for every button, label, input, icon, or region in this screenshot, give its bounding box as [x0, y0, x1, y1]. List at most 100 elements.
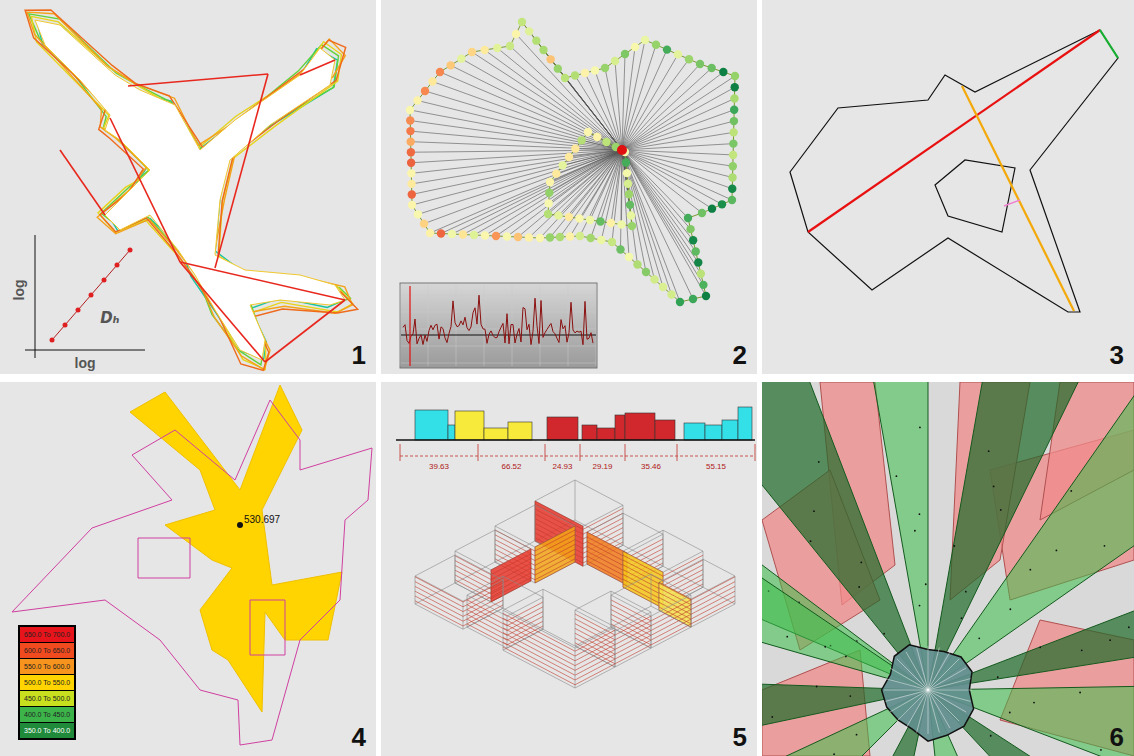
panel: 5	[381, 382, 757, 756]
visibility-graph-part	[652, 41, 660, 49]
visibility-graph-part	[452, 150, 622, 234]
facade-chart-part	[484, 428, 508, 440]
visibility-graph-part	[413, 96, 421, 104]
dimension-symbol: Dₕ	[100, 310, 119, 327]
building-wireframe-part	[503, 618, 575, 656]
building-wireframe-part	[415, 577, 463, 602]
building-wireframe-part	[615, 626, 651, 645]
visibility-graph-part	[697, 270, 705, 278]
visibility-graph-part	[428, 77, 436, 85]
viewshed-3d-part	[818, 461, 820, 463]
visibility-graph-part	[407, 169, 415, 177]
visibility-graph-part	[625, 190, 633, 198]
building-wireframe-part	[611, 600, 651, 621]
building-wireframe-part	[495, 530, 496, 562]
isovist-map-part	[237, 522, 243, 528]
visibility-graph-part	[536, 234, 544, 242]
signal-plot-part	[401, 363, 596, 364]
visibility-graph-part	[556, 233, 564, 241]
building-wireframe-part	[491, 559, 531, 580]
building-wireframe-part	[691, 576, 735, 599]
visibility-graph-part	[622, 99, 734, 150]
visibility-graph-part	[729, 139, 737, 147]
facade-chart-part	[625, 444, 626, 461]
viewshed-3d-part	[965, 591, 967, 593]
visibility-graph-part	[470, 231, 478, 239]
building-wireframe-part	[623, 505, 624, 545]
visibility-graph-part	[461, 59, 622, 150]
building-wireframe-part	[615, 631, 651, 650]
facade-chart-part	[508, 422, 532, 440]
building-wireframe-part	[623, 560, 663, 581]
building-wireframe-part	[491, 563, 531, 584]
building-wireframe-part	[535, 505, 575, 526]
visibility-graph-part	[516, 34, 622, 150]
panel: 1	[0, 0, 376, 374]
viewshed-3d-part	[1100, 749, 1102, 751]
fractal-outline-part	[35, 20, 345, 360]
visibility-graph-part	[411, 150, 622, 163]
visibility-graph-part	[692, 247, 700, 255]
building-wireframe-part	[651, 605, 691, 626]
visibility-graph-part	[728, 185, 736, 193]
building-wireframe-part	[495, 530, 531, 549]
panel-background-part	[762, 0, 1134, 374]
dimension-value: 35.46	[641, 463, 661, 472]
building-wireframe-part	[455, 555, 503, 580]
legend-text: 550.0 To 600.0	[20, 659, 74, 674]
visibility-graph-part	[463, 150, 622, 235]
visibility-graph-part	[585, 73, 622, 150]
visibility-graph-part	[552, 169, 560, 177]
viewshed-3d-part	[993, 485, 995, 487]
building-wireframe-part	[467, 576, 503, 595]
visibility-graph-part	[689, 236, 697, 244]
building-wireframe-part	[575, 630, 615, 651]
building-wireframe-part	[503, 613, 575, 651]
building-wireframe-part	[735, 576, 736, 604]
building-wireframe-part	[535, 530, 575, 551]
building-wireframe-part	[467, 608, 503, 627]
dimension-value: 55.15	[706, 463, 726, 472]
panel-background-part	[0, 0, 376, 374]
visibility-graph-part	[580, 150, 623, 219]
fractal-outline-part	[300, 60, 335, 75]
visibility-graph-part	[719, 68, 727, 76]
building-wireframe-part	[659, 559, 703, 582]
legend-text: 400.0 To 450.0	[20, 707, 74, 722]
visibility-graph-part	[586, 216, 594, 224]
visibility-graph-part	[622, 150, 680, 302]
visibility-graph-part	[617, 220, 625, 228]
visibility-graph-part	[684, 214, 692, 222]
viewshed-3d-part	[771, 716, 773, 718]
building-wireframe-part	[703, 559, 704, 587]
building-wireframe-part	[575, 480, 576, 520]
visibility-graph-part	[607, 219, 615, 227]
visibility-graph-part	[576, 232, 584, 240]
building-wireframe-part	[663, 555, 703, 576]
visibility-graph-part	[581, 69, 589, 77]
plan-diameter-part	[1100, 30, 1118, 58]
visibility-graph-part	[436, 68, 444, 76]
building-wireframe-part	[503, 589, 543, 610]
facade-chart-part	[625, 413, 655, 440]
building-wireframe-part	[415, 596, 463, 621]
building-wireframe	[415, 555, 503, 629]
building-wireframe-part	[583, 513, 623, 534]
visibility-graph-part	[407, 180, 415, 188]
log-log-plot-part	[25, 350, 145, 351]
building-wireframe-part	[455, 555, 456, 583]
legend-row: 500.0 To 550.0	[20, 675, 74, 690]
visibility-graph-part	[420, 219, 428, 227]
building-wireframe-part	[535, 480, 575, 501]
viewshed-3d-part	[928, 690, 939, 733]
signal-plot-part	[401, 346, 596, 347]
visibility-graph-part	[560, 150, 622, 237]
visibility-graph-part	[554, 64, 562, 72]
building-wireframe-part	[575, 619, 615, 640]
visibility-graph-part	[622, 150, 698, 263]
fractal-outline-part	[265, 300, 345, 362]
panel: 3	[762, 0, 1134, 374]
building-wireframe-part	[463, 580, 503, 601]
building-wireframe-part	[611, 591, 612, 627]
viewshed-3d-part	[1029, 569, 1031, 571]
